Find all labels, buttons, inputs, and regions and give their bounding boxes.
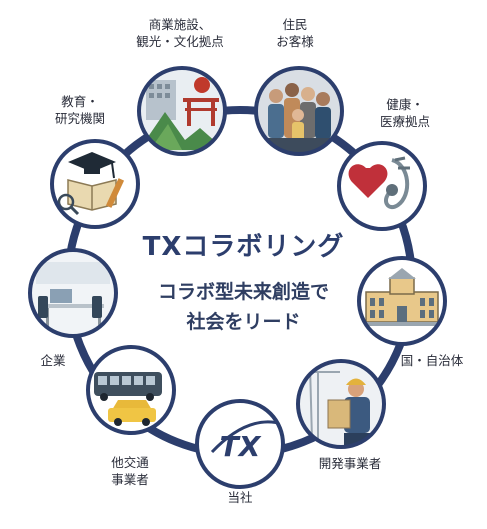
heart-stethoscope-icon xyxy=(339,143,425,229)
node-developers xyxy=(296,359,386,449)
label-government: 国・自治体 xyxy=(400,353,464,368)
label-developers: 開発事業者 xyxy=(318,456,382,471)
node-health xyxy=(337,141,427,231)
label-enterprise: 企業 xyxy=(40,353,66,368)
svg-text:TX: TX xyxy=(220,430,262,463)
node-government xyxy=(357,256,447,346)
node-transport xyxy=(86,345,176,435)
node-commerce xyxy=(137,66,227,156)
label-residents: 住民 お客様 xyxy=(276,17,314,49)
node-education xyxy=(50,139,140,229)
label-health: 健康・ 医療拠点 xyxy=(379,97,430,129)
node-company: TX xyxy=(195,399,285,489)
label-company: 当社 xyxy=(227,490,253,505)
office-desk-icon xyxy=(30,250,116,336)
label-transport: 他交通 事業者 xyxy=(111,455,149,487)
diagram-subtitle: コラボ型未来創造で 社会をリード xyxy=(157,281,329,333)
node-residents xyxy=(254,66,344,156)
graduation-books-icon xyxy=(52,141,138,227)
node-enterprise xyxy=(28,248,118,338)
construction-worker-icon xyxy=(298,361,384,447)
bus-taxi-icon xyxy=(88,347,174,433)
temple-building-icon xyxy=(139,68,225,154)
diagram-title: TXコラボリング xyxy=(142,232,345,262)
label-education: 教育・ 研究機関 xyxy=(54,94,105,126)
people-crowd-icon xyxy=(256,68,342,154)
government-building-icon xyxy=(359,258,445,344)
label-commerce: 商業施設、 観光・文化拠点 xyxy=(136,17,224,49)
